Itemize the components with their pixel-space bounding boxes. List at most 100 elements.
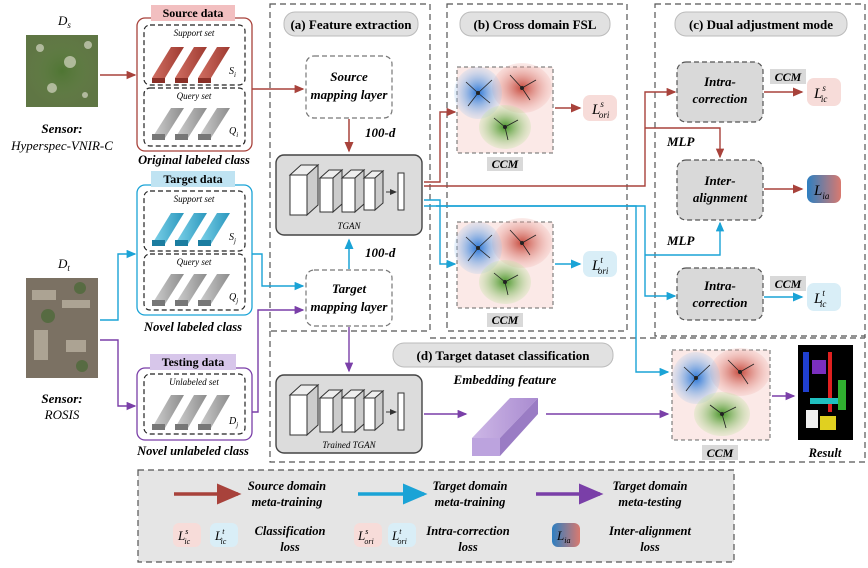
legend-loss-ia: [552, 523, 580, 547]
target-support-symbol: Sj: [229, 232, 236, 245]
source-query-set: [143, 87, 246, 147]
legend-intra-l1: Intra-correction: [425, 524, 509, 538]
unlabeled-bars: [152, 395, 230, 430]
panel-d-title: (d) Target dataset classification: [417, 348, 591, 363]
unlabeled-set: [143, 373, 246, 435]
target-dataset-symbol: Dt: [57, 256, 70, 273]
loss-ori-target: [583, 251, 617, 277]
ccm-target-tag: [487, 313, 523, 327]
legend-inter-l2: loss: [640, 540, 660, 554]
panel-c-title: (c) Dual adjustment mode: [689, 17, 833, 32]
source-mapping-layer-l2: mapping layer: [311, 87, 389, 102]
legend-loss-ic-source: [173, 523, 201, 547]
panel-b-frame: [446, 3, 628, 332]
dim-label-top: 100-d: [365, 125, 396, 140]
inter-alignment-l1: Inter-: [703, 173, 735, 188]
ccm-target: [454, 218, 554, 309]
source-caption: Original labeled class: [138, 153, 250, 167]
result-map: [798, 345, 853, 440]
result-label: Result: [808, 446, 842, 460]
target-data-tag: [151, 171, 235, 187]
source-support-set-label: Support set: [174, 28, 215, 38]
loss-ic-target: [807, 283, 841, 311]
panel-a-title: (a) Feature extraction: [290, 17, 412, 32]
target-data-group: Target data Support set Sj Query set Qj …: [136, 171, 253, 334]
ccm-tag-bottom-text: CCM: [775, 277, 802, 291]
ccm-tag-top: [770, 69, 806, 84]
source-sensor-label: Sensor:: [41, 121, 82, 136]
loss-ia: [807, 175, 841, 203]
source-mapping-layer: [305, 55, 393, 119]
source-data-tag: [151, 5, 235, 21]
panel-c-frame: [654, 3, 866, 337]
target-query-set: [143, 253, 246, 311]
target-mapping-layer-l2: mapping layer: [311, 299, 389, 314]
embedding-feature-label: Embedding feature: [453, 372, 557, 387]
legend-target-l1: Target domain: [433, 479, 508, 493]
tgan-label: TGAN: [337, 221, 361, 231]
inter-alignment-box: [676, 159, 764, 221]
target-support-set-label: Support set: [174, 194, 215, 204]
ccm-tag-top-text: CCM: [775, 70, 802, 84]
legend-inter-l1: Inter-alignment: [608, 524, 691, 538]
legend-intra-l2: loss: [458, 540, 478, 554]
embedding-feature-bar: [472, 398, 538, 456]
source-dataset-symbol: Ds: [57, 13, 71, 30]
legend-testing-l1: Target domain: [613, 479, 688, 493]
legend-loss-ic-target: [210, 523, 238, 547]
source-mapping-layer-l1: Source: [330, 69, 368, 84]
legend-cls-l1: Classification: [255, 524, 326, 538]
panel-c-title-badge: [674, 11, 848, 37]
target-support-set: [143, 190, 246, 252]
legend-loss-ia-text: Lia: [556, 528, 570, 545]
testing-data-tag: [150, 354, 236, 370]
ccm-source: [454, 63, 554, 154]
panel-b-title-badge: [459, 11, 611, 37]
target-data-tag-text: Target data: [163, 172, 222, 186]
unlabeled-set-label: Unlabeled set: [169, 377, 219, 387]
ccm-result-tag: [702, 445, 738, 460]
target-sensor-label: Sensor:: [41, 391, 82, 406]
target-query-set-label: Query set: [177, 257, 212, 267]
legend-loss-ori-source: [354, 523, 382, 547]
source-support-bars: [152, 47, 230, 83]
ccm-result-label: CCM: [707, 446, 734, 460]
target-query-bars: [152, 274, 230, 306]
source-support-set: [143, 24, 246, 86]
target-query-symbol: Qj: [229, 292, 238, 305]
ccm-tag-bottom: [770, 276, 806, 291]
intra-correction-target-box: [676, 267, 764, 321]
ccm-result: [671, 348, 771, 441]
loss-ori-source: [583, 95, 617, 121]
panel-d-title-badge: [392, 342, 614, 368]
testing-data-group: Testing data Unlabeled set Dj Novel unla…: [136, 354, 253, 458]
mlp-label-top: MLP: [666, 134, 696, 149]
inter-alignment-l2: alignment: [693, 190, 748, 205]
source-data-tag-text: Source data: [163, 6, 224, 20]
source-query-bars: [152, 108, 230, 140]
target-caption: Novel labeled class: [143, 320, 242, 334]
ccm-source-tag: [487, 157, 523, 171]
source-support-symbol: Si: [229, 66, 236, 79]
tgan-layers: [288, 163, 405, 217]
intra-correction-source-l2: correction: [693, 91, 748, 106]
trained-tgan-label: Trained TGAN: [322, 440, 376, 450]
panel-a-title-badge: [283, 11, 419, 37]
panel-d-frame: [269, 331, 866, 463]
source-query-symbol: Qi: [229, 126, 238, 139]
intra-correction-source-l1: Intra-: [703, 74, 736, 89]
testing-data-tag-text: Testing data: [162, 355, 225, 369]
source-data-group: Source data Support set Si Query set Qi …: [136, 5, 253, 167]
ccm-target-label: CCM: [492, 313, 519, 327]
target-mapping-layer: [305, 269, 393, 327]
intra-correction-source-box: [676, 61, 764, 123]
source-input: Ds Sensor: Hyperspec-VNIR-C: [10, 13, 113, 153]
mlp-label-bottom: MLP: [666, 233, 696, 248]
ccm-source-label: CCM: [492, 157, 519, 171]
